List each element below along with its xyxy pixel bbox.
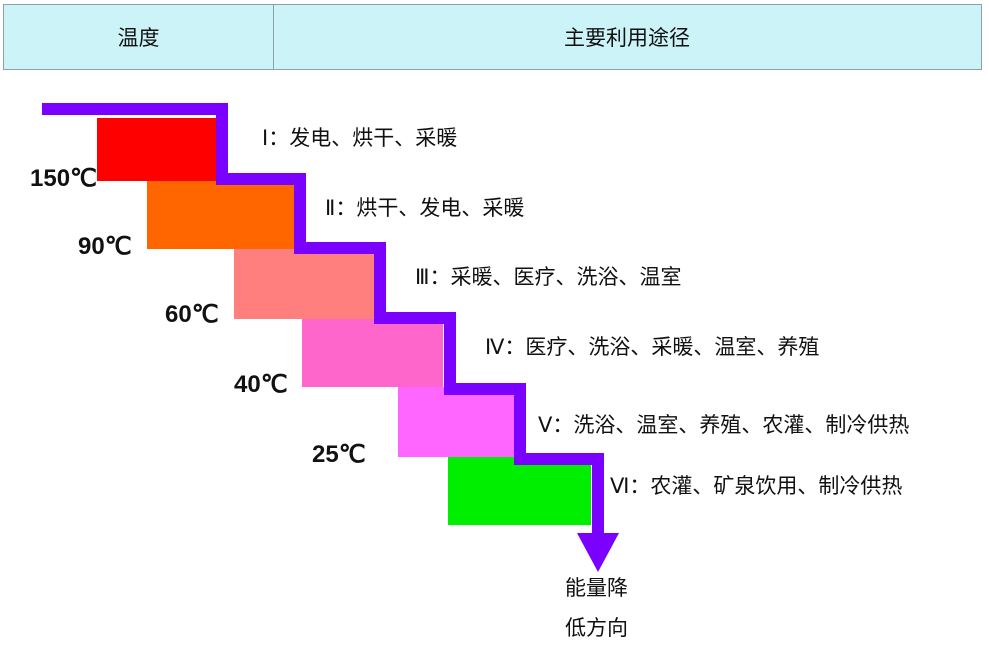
level-5-block bbox=[398, 387, 515, 457]
level-1-usage: Ⅰ：发电、烘干、采暖 bbox=[262, 126, 458, 150]
threshold-40: 40℃ bbox=[234, 371, 288, 398]
arrow-head bbox=[577, 533, 619, 572]
level-4-block bbox=[302, 319, 443, 387]
threshold-90: 90℃ bbox=[78, 233, 132, 260]
level-1-block bbox=[97, 118, 217, 181]
threshold-150: 150℃ bbox=[30, 165, 97, 192]
header-usage: 主要利用途径 bbox=[564, 26, 690, 50]
arrow-staircase-line bbox=[42, 103, 604, 535]
level-4-usage: Ⅳ：医疗、洗浴、采暖、温室、养殖 bbox=[485, 335, 820, 359]
energy-direction-line1: 能量降 bbox=[565, 576, 628, 600]
energy-direction-line2: 低方向 bbox=[565, 616, 628, 640]
level-5-usage: Ⅴ：洗浴、温室、养殖、农灌、制冷供热 bbox=[538, 413, 910, 437]
level-2-block bbox=[147, 181, 297, 249]
threshold-25: 25℃ bbox=[312, 441, 366, 468]
level-3-block bbox=[234, 249, 377, 319]
level-2-usage: Ⅱ：烘干、发电、采暖 bbox=[325, 196, 525, 220]
level-3-usage: Ⅲ：采暖、医疗、洗浴、温室 bbox=[415, 265, 682, 289]
header-table: 温度 主要利用途径 bbox=[3, 4, 982, 70]
level-6-usage: Ⅵ：农灌、矿泉饮用、制冷供热 bbox=[610, 474, 903, 498]
header-temperature: 温度 bbox=[4, 5, 274, 69]
level-6-block bbox=[448, 457, 591, 525]
threshold-60: 60℃ bbox=[165, 301, 219, 328]
